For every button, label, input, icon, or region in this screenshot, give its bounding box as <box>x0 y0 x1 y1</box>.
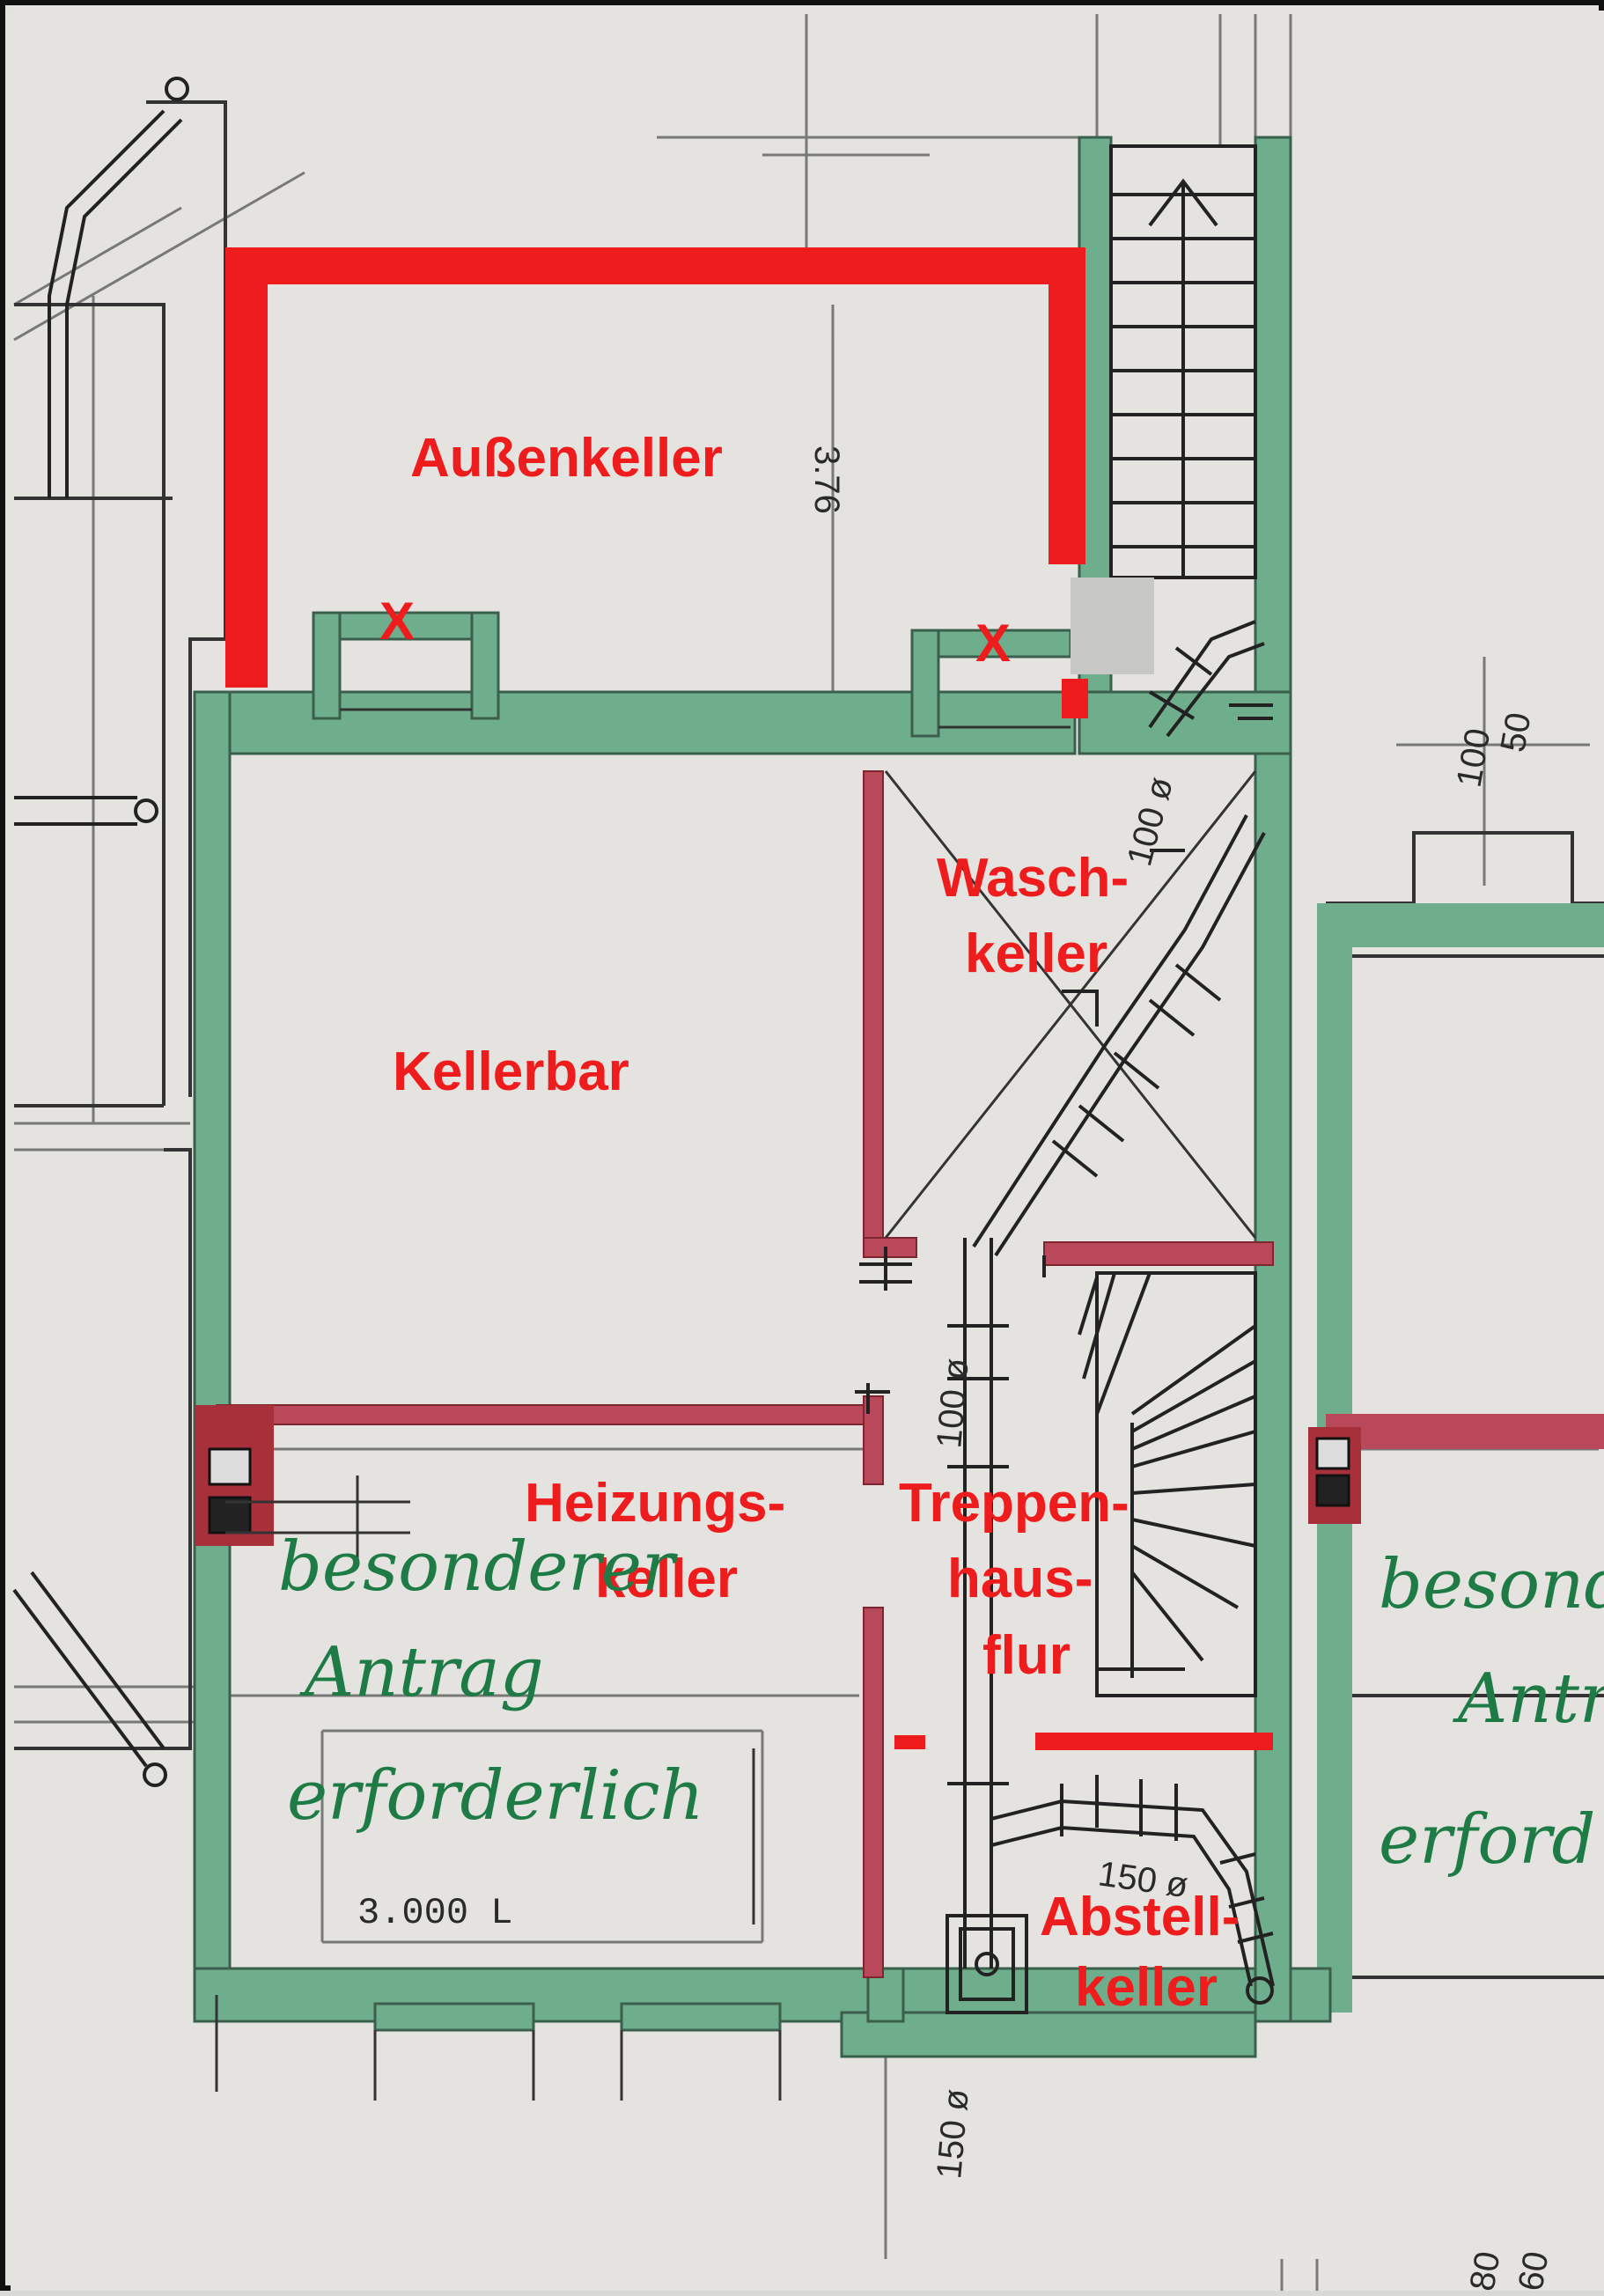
dimension-80-bottom: 80 <box>1463 2248 1508 2293</box>
room-label-abstellkeller-2: keller <box>1075 1957 1218 2018</box>
waschkeller-cross <box>884 770 1257 1239</box>
room-label-treppenhausflur-2: haus- <box>947 1549 1093 1609</box>
pipes <box>947 620 1275 2005</box>
boiler <box>945 1914 1028 2014</box>
dimension-60-bottom: 60 <box>1512 2248 1556 2293</box>
tank-capacity-label: 3.000 L <box>357 1892 512 1934</box>
dimension-376: 3.76 <box>807 445 846 514</box>
aussenkeller-outline <box>225 247 1088 718</box>
door-markers <box>894 1733 1273 1750</box>
red-walls <box>216 770 1274 1978</box>
right-neighbour-wall-red <box>1326 1414 1604 1449</box>
left-chimney-flue-1 <box>208 1447 252 1486</box>
x-marker-left: X <box>379 592 415 651</box>
room-label-treppenhausflur-1: Treppen- <box>899 1473 1129 1534</box>
dimension-100-vert: 100 ø <box>930 1357 976 1450</box>
floor-plan-drawing: X X Außenkeller Kellerbar Wasch- keller … <box>11 11 1604 2294</box>
note-right-line-1: besonde <box>1379 1545 1604 1624</box>
room-label-kellerbar: Kellerbar <box>393 1041 629 1102</box>
room-label-waschkeller-1: Wasch- <box>937 848 1129 909</box>
left-pipes <box>12 77 189 1787</box>
note-right-line-2: Antr <box>1453 1659 1604 1739</box>
window-lines <box>215 708 1071 2101</box>
green-walls <box>193 136 1332 2058</box>
stair-lower <box>1078 1271 1257 1697</box>
room-label-waschkeller-2: keller <box>965 924 1107 984</box>
note-left-line-1: besonderer <box>278 1527 679 1607</box>
note-left-line-3: erforderlich <box>287 1756 704 1836</box>
right-neighbour-wall-top <box>1317 903 1604 947</box>
stair-upper <box>1109 144 1257 579</box>
right-chimney-flue-1 <box>1315 1437 1350 1470</box>
right-chimney-flue-2 <box>1315 1474 1350 1507</box>
room-label-abstellkeller-1: Abstell- <box>1040 1887 1240 1947</box>
corner-patch <box>1071 578 1154 674</box>
room-label-heizungskeller-1: Heizungs- <box>525 1473 785 1534</box>
room-label-aussenkeller: Außenkeller <box>410 428 723 489</box>
dimension-150-bottom: 150 ø <box>930 2087 976 2181</box>
note-right-line-3: erford <box>1379 1800 1596 1880</box>
x-marker-right: X <box>975 614 1011 673</box>
tank-outline <box>225 1475 755 1924</box>
note-left-line-2: Antrag <box>299 1633 544 1712</box>
room-label-treppenhausflur-3: flur <box>982 1625 1071 1686</box>
wall-ticks <box>855 703 1273 1414</box>
dimension-50-right: 50 <box>1494 710 1539 754</box>
room-label-heizungskeller-2: keller <box>595 1549 738 1609</box>
